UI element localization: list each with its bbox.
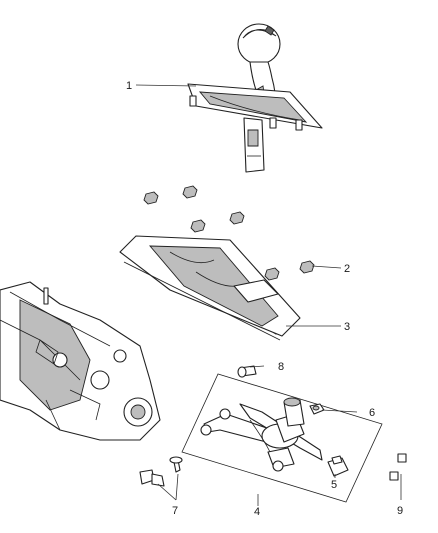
clip-nuts — [143, 185, 315, 281]
callout-7: 7 — [172, 505, 178, 517]
shifter-linkage-assembly — [181, 373, 383, 503]
bolt-and-bracket-7 — [139, 456, 183, 487]
callout-6: 6 — [369, 407, 375, 419]
console-tray — [119, 235, 301, 341]
screws-9 — [389, 453, 407, 481]
callout-1: 1 — [126, 80, 132, 92]
bolt-8 — [237, 365, 257, 378]
callout-8: 8 — [278, 361, 284, 373]
callout-2: 2 — [344, 263, 350, 275]
leader-lines — [135, 84, 402, 506]
shift-knob-and-boot-assembly — [187, 23, 323, 173]
callout-5: 5 — [331, 479, 337, 491]
bushing-clip — [327, 455, 349, 477]
callout-4: 4 — [254, 506, 260, 518]
callout-labels: 1 2 3 8 6 5 4 7 9 — [126, 80, 403, 518]
transmission-assembly — [0, 281, 161, 441]
callout-3: 3 — [344, 321, 350, 333]
callout-9: 9 — [397, 505, 403, 517]
